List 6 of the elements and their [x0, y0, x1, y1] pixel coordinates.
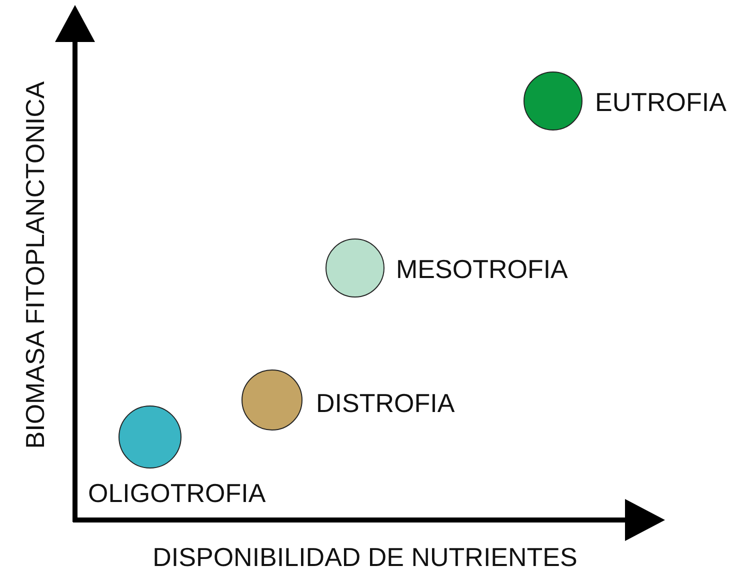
stage-label: MESOTROFIA [396, 256, 568, 282]
stage-label: EUTROFIA [595, 89, 726, 115]
stage-label: OLIGOTROFIA [88, 480, 266, 506]
axis-title: BIOMASA FITOPLANCTONICA [22, 81, 48, 449]
stage-label: DISTROFIA [316, 390, 455, 416]
axis-title: DISPONIBILIDAD DE NUTRIENTES [152, 544, 578, 570]
